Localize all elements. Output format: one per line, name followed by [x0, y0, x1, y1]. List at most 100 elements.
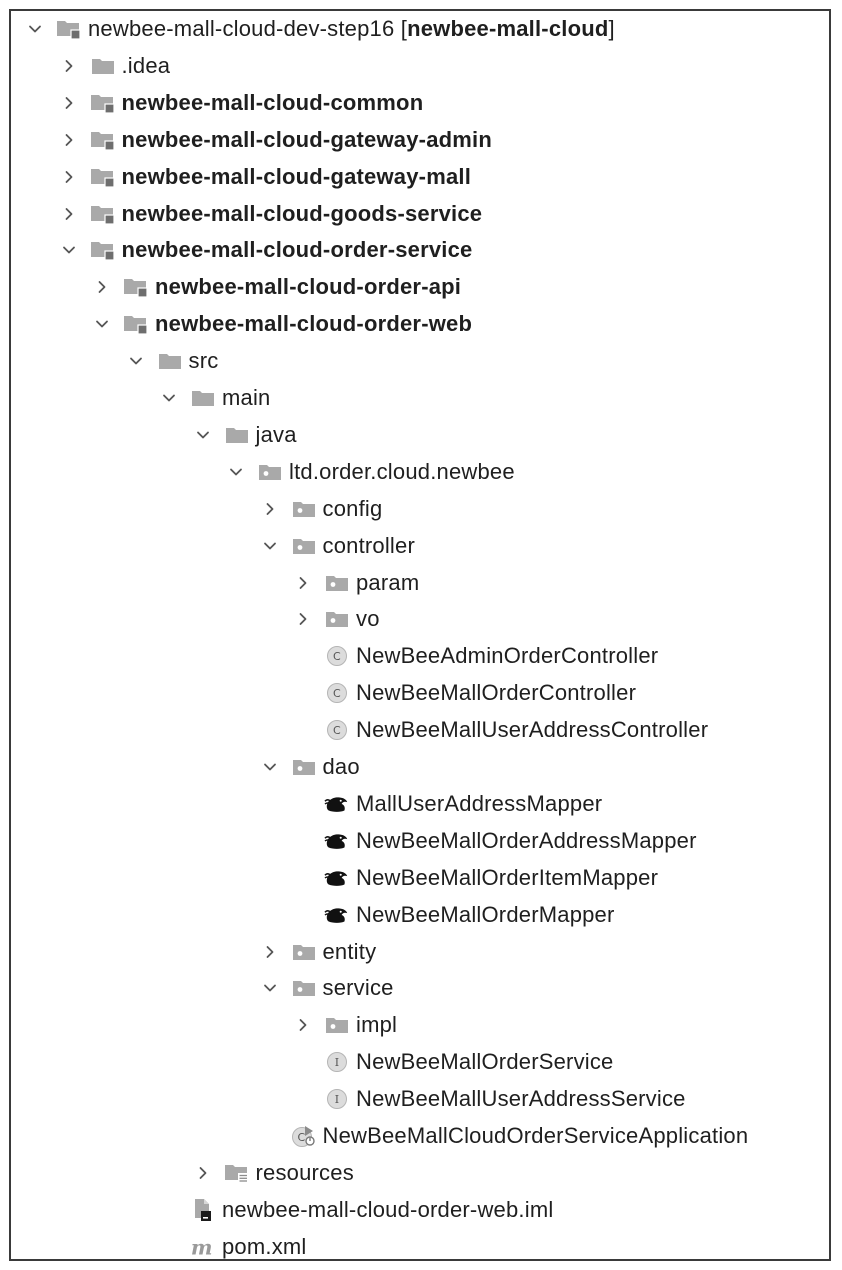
tree-row-module-order-service[interactable]: newbee-mall-cloud-order-service: [58, 232, 473, 268]
svg-text:m: m: [191, 1236, 213, 1258]
tree-row-module-gateway-admin[interactable]: newbee-mall-cloud-gateway-admin: [58, 122, 493, 158]
mybatis-icon: [324, 793, 350, 815]
tree-row-package-ltd-order-cloud-newbee[interactable]: ltd.order.cloud.newbee: [225, 454, 515, 490]
chevron-down-icon[interactable]: [259, 756, 281, 778]
tree-row-label: pom.xml: [222, 1233, 307, 1259]
tree-row-label: newbee-mall-cloud-common: [121, 89, 424, 115]
chevron-right-icon[interactable]: [58, 92, 80, 114]
tree-row-module-order-web[interactable]: newbee-mall-cloud-order-web: [91, 306, 472, 342]
tree-row-label: NewBeeAdminOrderController: [356, 643, 659, 669]
tree-row-label: newbee-mall-cloud-gateway-admin: [121, 126, 492, 152]
tree-row-interface-order-service[interactable]: I NewBeeMallOrderService: [292, 1044, 614, 1080]
chevron-down-icon[interactable]: [259, 535, 281, 557]
tree-row-module-goods-service[interactable]: newbee-mall-cloud-goods-service: [58, 196, 483, 232]
tree-row-class-order-service-application[interactable]: C NewBeeMallCloudOrderServiceApplication: [259, 1118, 749, 1154]
tree-row-label: .idea: [121, 52, 171, 78]
module-folder-icon: [90, 166, 116, 188]
svg-text:I: I: [335, 1056, 340, 1069]
chevron-down-icon[interactable]: [58, 239, 80, 261]
package-icon: [291, 941, 317, 963]
tree-row-label: java: [255, 421, 297, 447]
module-folder-icon: [90, 92, 116, 114]
tree-row-label: NewBeeMallOrderService: [356, 1049, 614, 1075]
tree-row-label: config: [322, 495, 383, 521]
tree-row-module-gateway-mall[interactable]: newbee-mall-cloud-gateway-mall: [58, 159, 472, 195]
tree-row-module-common[interactable]: newbee-mall-cloud-common: [58, 85, 424, 121]
tree-row-label: NewBeeMallOrderItemMapper: [356, 864, 659, 890]
tree-row-package-impl[interactable]: impl: [292, 1007, 397, 1043]
tree-row-package-entity[interactable]: entity: [259, 934, 377, 970]
tree-row-package-config[interactable]: config: [259, 491, 383, 527]
tree-row-label: src: [188, 348, 219, 374]
chevron-right-icon[interactable]: [192, 1162, 214, 1184]
tree-row-folder-src[interactable]: src: [125, 343, 219, 379]
tree-row-label: ltd.order.cloud.newbee: [289, 458, 515, 484]
chevron-right-icon[interactable]: [292, 572, 314, 594]
interface-icon: I: [324, 1051, 350, 1073]
chevron-down-icon[interactable]: [125, 350, 147, 372]
chevron-down-icon[interactable]: [225, 461, 247, 483]
chevron-down-icon[interactable]: [192, 424, 214, 446]
tree-row-label: newbee-mall-cloud-dev-step16 [newbee-mal…: [88, 16, 615, 41]
tree-row-folder-resources[interactable]: resources: [192, 1155, 354, 1191]
tree-row-package-vo[interactable]: vo: [292, 601, 380, 637]
tree-row-label: vo: [356, 606, 380, 632]
tree-row-package-service[interactable]: service: [259, 970, 394, 1006]
tree-row-label: NewBeeMallUserAddressService: [356, 1086, 686, 1112]
tree-row-file-order-web-iml[interactable]: newbee-mall-cloud-order-web.iml: [158, 1192, 553, 1228]
tree-row-project-root[interactable]: newbee-mall-cloud-dev-step16 [newbee-mal…: [24, 11, 615, 47]
chevron-right-icon[interactable]: [58, 166, 80, 188]
chevron-down-icon[interactable]: [24, 18, 46, 40]
chevron-down-icon[interactable]: [259, 977, 281, 999]
chevron-right-icon[interactable]: [58, 55, 80, 77]
tree-row-label: NewBeeMallCloudOrderServiceApplication: [322, 1123, 749, 1148]
tree-row-package-param[interactable]: param: [292, 565, 419, 601]
tree-row-mapper-order-item[interactable]: NewBeeMallOrderItemMapper: [292, 860, 658, 896]
tree-row-interface-user-address-service[interactable]: I NewBeeMallUserAddressService: [292, 1081, 686, 1117]
chevron-right-icon[interactable]: [259, 941, 281, 963]
tree-row-mapper-mall-user-address[interactable]: MallUserAddressMapper: [292, 786, 602, 822]
tree-row-label: NewBeeMallUserAddressController: [356, 717, 709, 743]
tree-row-folder-java[interactable]: java: [192, 417, 297, 453]
chevron-right-icon[interactable]: [259, 498, 281, 520]
tree-row-label: resources: [255, 1159, 354, 1185]
maven-pom-icon: m: [190, 1236, 216, 1258]
tree-row-mapper-order-address[interactable]: NewBeeMallOrderAddressMapper: [292, 823, 697, 859]
tree-row-mapper-order[interactable]: NewBeeMallOrderMapper: [292, 897, 615, 933]
tree-row-label: dao: [322, 754, 360, 779]
tree-row-label: newbee-mall-cloud-order-web.iml: [222, 1196, 554, 1222]
tree-row-label: NewBeeMallOrderController: [356, 680, 637, 706]
project-tree-panel: newbee-mall-cloud-dev-step16 [newbee-mal…: [9, 9, 831, 1261]
folder-icon: [224, 424, 250, 446]
tree-row-package-controller[interactable]: controller: [259, 528, 415, 564]
tree-row-file-pom-xml[interactable]: m pom.xml: [158, 1229, 307, 1265]
class-icon: C: [324, 719, 350, 741]
module-folder-icon: [90, 203, 116, 225]
tree-row-label: param: [356, 569, 420, 595]
package-icon: [324, 608, 350, 630]
module-folder-icon: [123, 313, 149, 335]
chevron-right-icon[interactable]: [91, 276, 113, 298]
tree-row-label: newbee-mall-cloud-goods-service: [121, 200, 483, 226]
chevron-right-icon[interactable]: [292, 608, 314, 630]
tree-row-label: service: [322, 975, 394, 1001]
tree-row-folder-main[interactable]: main: [158, 380, 271, 416]
module-folder-icon: [56, 18, 82, 40]
package-icon: [257, 461, 283, 483]
chevron-right-icon[interactable]: [292, 1014, 314, 1036]
package-icon: [291, 977, 317, 999]
svg-text:I: I: [335, 1093, 340, 1106]
chevron-down-icon[interactable]: [91, 313, 113, 335]
tree-row-module-order-api[interactable]: newbee-mall-cloud-order-api: [91, 269, 461, 305]
tree-row-package-dao[interactable]: dao: [259, 749, 360, 785]
mybatis-icon: [324, 830, 350, 852]
chevron-right-icon[interactable]: [58, 129, 80, 151]
chevron-right-icon[interactable]: [58, 203, 80, 225]
svg-text:C: C: [297, 1131, 305, 1144]
tree-row-folder-idea[interactable]: .idea: [58, 48, 171, 84]
tree-row-class-user-address-controller[interactable]: C NewBeeMallUserAddressController: [292, 712, 708, 748]
chevron-down-icon[interactable]: [158, 387, 180, 409]
module-folder-icon: [90, 129, 116, 151]
